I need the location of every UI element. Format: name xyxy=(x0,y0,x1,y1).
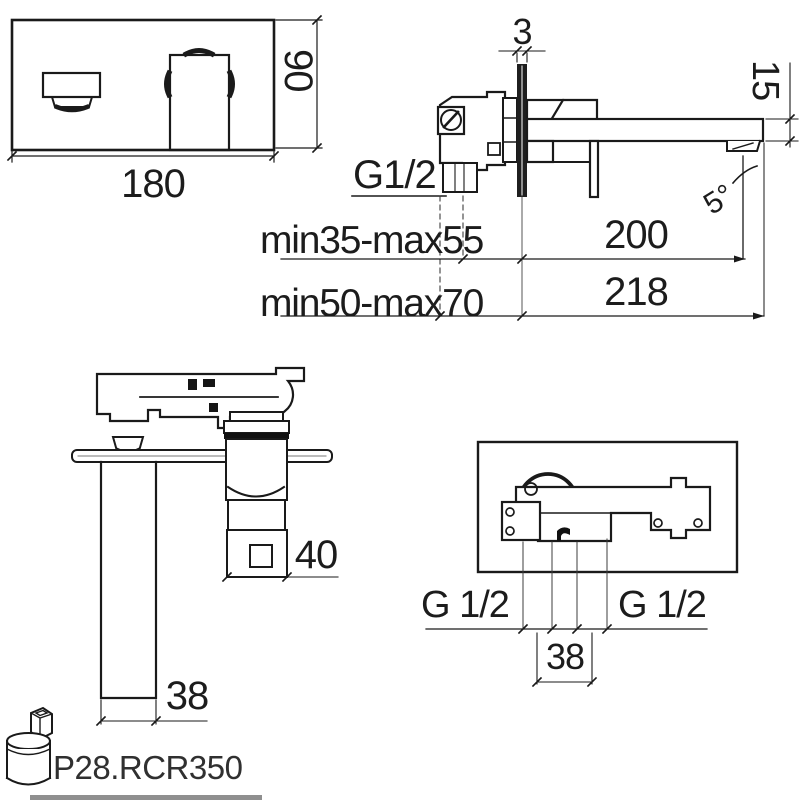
dim-label-200: 200 xyxy=(604,213,669,257)
hidden-lines xyxy=(439,195,464,313)
cartridge-icon xyxy=(5,706,53,786)
thread-label-side: G1/2 xyxy=(353,153,437,197)
dim-label-180: 180 xyxy=(121,162,186,206)
valve-body-side xyxy=(436,90,518,193)
dim-label-min50-max70: min50-max70 xyxy=(260,282,484,325)
wall-plate-front xyxy=(10,18,276,152)
back-view xyxy=(425,440,739,688)
spout-tube xyxy=(99,460,158,700)
dim-line-200 xyxy=(280,253,746,265)
dim-line-40 xyxy=(221,571,339,583)
marking-icon xyxy=(209,403,218,412)
spout-side xyxy=(525,98,765,199)
outlet-notch xyxy=(557,527,570,541)
side-view xyxy=(280,45,799,322)
spout-front xyxy=(41,71,102,113)
dim-label-40: 40 xyxy=(294,533,339,577)
dim-label-218: 218 xyxy=(604,270,669,314)
concealed-body-back xyxy=(500,472,712,543)
thread-label-right: G 1/2 xyxy=(618,584,707,626)
thread-dim-line xyxy=(425,623,708,635)
inlet-extension-lines xyxy=(522,538,608,630)
product-code: P28.RCR350 xyxy=(53,749,243,786)
dim-label-38-spacing: 38 xyxy=(545,636,585,677)
thread-label-left: G 1/2 xyxy=(421,584,510,626)
dim-label-90: 90 xyxy=(276,49,320,92)
angle-annotation xyxy=(731,155,759,260)
dim-label-min35-max55: min35-max55 xyxy=(260,219,484,262)
bottom-crop-bar xyxy=(30,795,262,800)
dim-label-38-tube: 38 xyxy=(165,674,210,718)
handle-lever-side xyxy=(588,139,600,199)
dim-line-38-spacing xyxy=(531,632,598,688)
dim-line-180 xyxy=(6,149,280,163)
dim-label-15: 15 xyxy=(744,60,786,101)
square-handle-icon xyxy=(249,544,273,568)
wall-plate-top xyxy=(71,449,333,463)
dim-label-3: 3 xyxy=(512,11,532,52)
marking-icon xyxy=(203,379,215,387)
handle-column xyxy=(223,411,290,578)
inlet-connection xyxy=(442,162,478,193)
dim-line-218 xyxy=(280,310,765,322)
install-view xyxy=(71,366,339,727)
dim-line-90 xyxy=(275,14,323,154)
marking-icon xyxy=(188,379,197,390)
dim-line-15 xyxy=(765,62,799,148)
handle-front xyxy=(164,48,235,152)
dim-line-3 xyxy=(498,45,546,63)
dim-line-38-tube xyxy=(95,699,208,727)
front-view xyxy=(6,14,323,163)
